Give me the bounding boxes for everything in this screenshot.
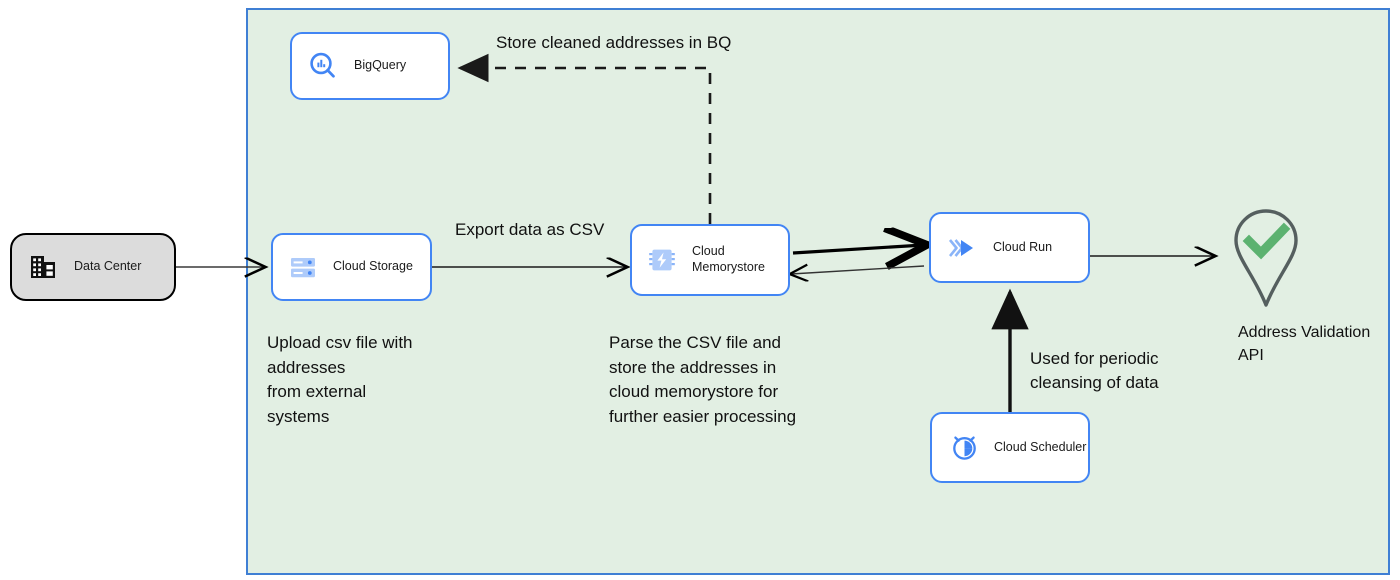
node-cloud-run[interactable]: Cloud Run bbox=[929, 212, 1090, 283]
bigquery-icon bbox=[306, 49, 340, 83]
node-data-center[interactable]: Data Center bbox=[10, 233, 176, 301]
edge-label-export-csv: Export data as CSV bbox=[455, 220, 605, 239]
cloud-memorystore-icon bbox=[646, 244, 678, 276]
gcp-boundary-container bbox=[246, 8, 1390, 575]
node-label-cloud-scheduler: Cloud Scheduler bbox=[994, 439, 1087, 454]
node-label-cloud-storage: Cloud Storage bbox=[333, 259, 413, 274]
node-label-cloud-run: Cloud Run bbox=[993, 239, 1053, 254]
node-label-bigquery: BigQuery bbox=[354, 58, 407, 73]
edge-label-periodic-cleansing: Used for periodic cleansing of data bbox=[1030, 349, 1159, 392]
edge-label-store-cleaned-bq: Store cleaned addresses in BQ bbox=[496, 33, 732, 52]
data-center-icon bbox=[26, 250, 60, 284]
cloud-storage-icon bbox=[287, 251, 319, 283]
map-pin-check-icon bbox=[1228, 205, 1304, 313]
annotation-upload-note: Upload csv file with addresses from exte… bbox=[267, 333, 413, 426]
cloud-scheduler-icon bbox=[948, 432, 980, 464]
node-label-cloud-memorystore: Cloud Memorystore bbox=[692, 244, 765, 274]
node-label-data-center: Data Center bbox=[74, 259, 142, 274]
node-label-address-validation-api: Address Validation API bbox=[1238, 324, 1371, 365]
cloud-run-icon bbox=[945, 231, 979, 265]
node-bigquery[interactable]: BigQuery bbox=[290, 32, 450, 100]
annotation-parse-note: Parse the CSV file and store the address… bbox=[609, 333, 797, 426]
node-cloud-scheduler[interactable]: Cloud Scheduler bbox=[930, 412, 1090, 483]
node-address-validation-api[interactable]: Address Validation API bbox=[1222, 205, 1392, 364]
node-cloud-memorystore[interactable]: Cloud Memorystore bbox=[630, 224, 790, 296]
node-cloud-storage[interactable]: Cloud Storage bbox=[271, 233, 432, 301]
